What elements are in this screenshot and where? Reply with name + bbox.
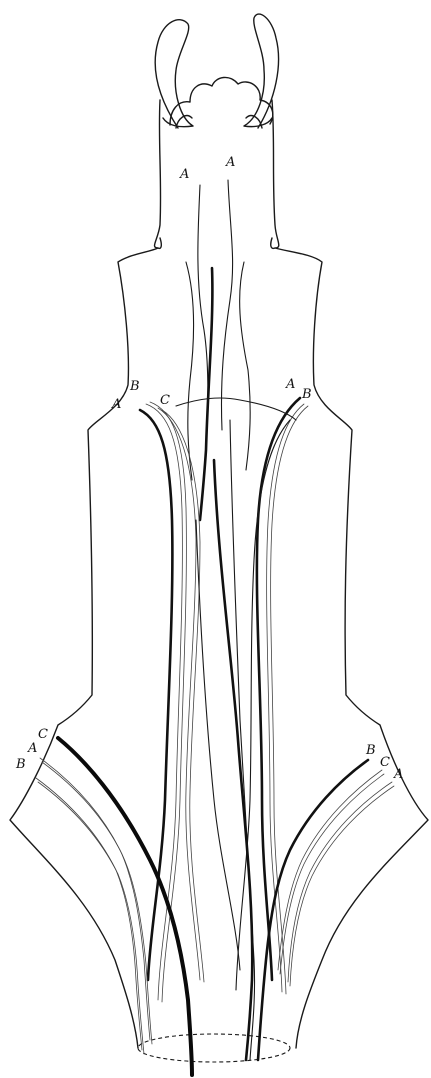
- strand-left-a: [140, 410, 172, 980]
- strand-lower-right-b: [258, 760, 368, 1060]
- strand-lower-right-a-2: [290, 786, 394, 986]
- strand-cross-3: [196, 520, 240, 970]
- label-lower-left-b: B: [15, 757, 26, 772]
- label-mid-left-a: A: [111, 397, 121, 412]
- strand-group: [36, 180, 394, 1075]
- label-mid-right-a: A: [285, 377, 295, 392]
- strand-lower-left-c: [58, 738, 192, 1075]
- label-upper-right-a: A: [225, 155, 235, 170]
- label-mid-c: C: [160, 393, 170, 408]
- label-upper-left-a: A: [179, 167, 189, 182]
- label-lower-left-c: C: [38, 727, 48, 742]
- label-lower-right-c: C: [380, 755, 390, 770]
- label-lower-right-a: A: [393, 767, 403, 782]
- label-lower-right-b: B: [365, 743, 376, 758]
- strand-left-b-double-1: [146, 404, 182, 1000]
- strand-upper-4: [240, 262, 251, 470]
- label-mid-left-b: B: [129, 379, 140, 394]
- strand-lower-left-a-1: [40, 758, 150, 1040]
- basal-ellipse: [138, 1034, 290, 1062]
- strand-lower-right-c-2: [280, 774, 384, 974]
- label-lower-left-a: A: [27, 741, 37, 756]
- strand-lower-right-c-1: [278, 770, 382, 970]
- strand-right-b-double-2: [271, 406, 308, 994]
- strand-upper-2: [221, 180, 232, 430]
- strand-c-connector-left: [176, 398, 296, 420]
- strand-upper-5: [200, 268, 212, 520]
- label-mid-right-b: B: [301, 387, 312, 402]
- strand-right-c: [236, 420, 290, 990]
